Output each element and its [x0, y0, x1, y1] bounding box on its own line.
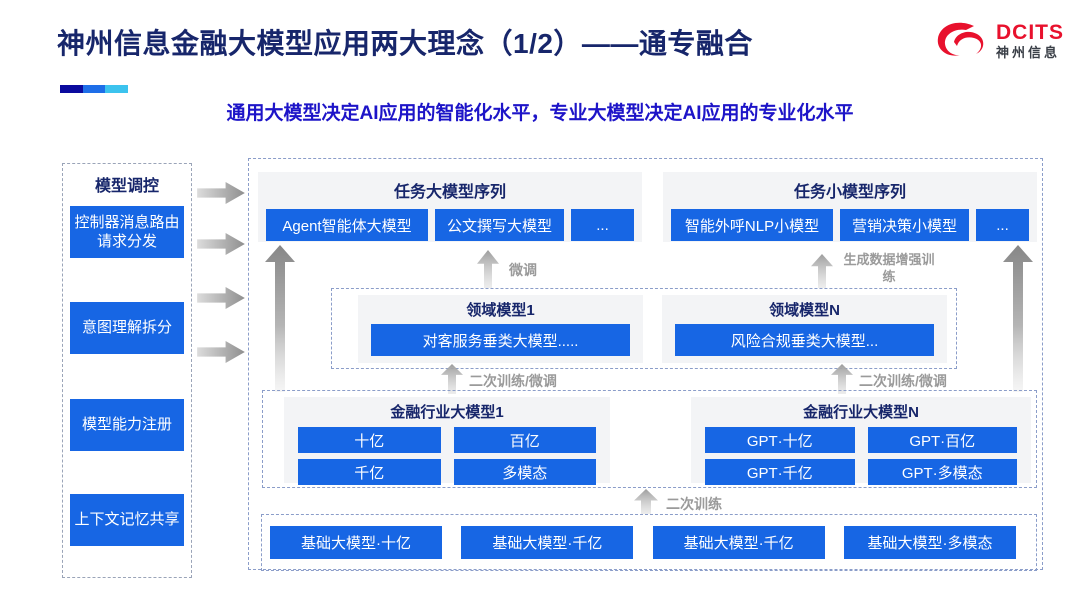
sidebar-item-controller-routing: 控制器消息路由请求分发: [70, 206, 184, 258]
node-ten-billion: 百亿: [453, 427, 596, 453]
industry-model-1-grid: 十亿 百亿 千亿 多模态: [284, 422, 610, 485]
task-small-model-panel: 任务小模型序列 智能外呼NLP小模型 营销决策小模型 ...: [663, 172, 1037, 242]
industry-model-n-grid: GPT·十亿 GPT·百亿 GPT·千亿 GPT·多模态: [691, 422, 1031, 485]
node-multimodal: 多模态: [453, 459, 596, 485]
domain-model-1-panel: 领域模型1 对客服务垂类大模型.....: [358, 295, 643, 363]
node-task-small-ellipsis: ...: [976, 209, 1029, 241]
node-hundred-billion: 千亿: [298, 459, 441, 485]
node-base-model-hundred-billion-2: 基础大模型·千亿: [652, 526, 825, 559]
node-task-large-ellipsis: ...: [571, 209, 634, 241]
node-gpt-hundred-billion: GPT·千亿: [705, 459, 855, 485]
up-arrow-icon: [811, 254, 833, 288]
model-control-title: 模型调控: [94, 178, 159, 195]
up-arrow-icon: [441, 364, 463, 394]
industry-model-n-panel: 金融行业大模型N GPT·十亿 GPT·百亿 GPT·千亿 GPT·多模态: [691, 397, 1031, 485]
label-fine-tune: 微调: [509, 262, 537, 278]
node-base-model-hundred-billion-1: 基础大模型·千亿: [461, 526, 634, 559]
node-document-writing-model: 公文撰写大模型: [435, 209, 564, 241]
node-base-model-billion: 基础大模型·十亿: [270, 526, 442, 559]
up-arrow-icon: [477, 250, 499, 288]
task-small-row: 智能外呼NLP小模型 营销决策小模型 ...: [663, 202, 1037, 241]
node-gpt-billion: GPT·十亿: [705, 427, 855, 453]
right-arrow-icon: [197, 182, 245, 204]
label-gen-data-train: 生成数据增强训练: [843, 252, 935, 284]
model-control-panel: 模型调控 控制器消息路由请求分发 意图理解拆分 模型能力注册 上下文记忆共享: [62, 163, 192, 578]
up-arrow-icon: [265, 245, 295, 392]
company-logo: DCITS 神州信息: [934, 18, 1064, 64]
task-large-title: 任务大模型序列: [393, 184, 506, 201]
node-risk-compliance-vertical-model: 风险合规垂类大模型...: [675, 324, 934, 356]
domain-model-n-panel: 领域模型N 风险合规垂类大模型...: [662, 295, 947, 363]
accent-segment-blue: [82, 85, 106, 93]
up-arrow-icon: [1003, 245, 1033, 392]
industry-models-box: 金融行业大模型1 十亿 百亿 千亿 多模态 金融行业大模型N GPT·十亿 GP…: [262, 390, 1037, 488]
sidebar-item-capability-register: 模型能力注册: [70, 399, 184, 451]
domain-models-box: 领域模型1 对客服务垂类大模型..... 领域模型N 风险合规垂类大模型...: [331, 288, 957, 369]
node-customer-service-vertical-model: 对客服务垂类大模型.....: [371, 324, 630, 356]
right-arrow-icon: [197, 233, 245, 255]
page-subtitle: 通用大模型决定AI应用的智能化水平，专业大模型决定AI应用的专业化水平: [226, 103, 854, 124]
dcits-swirl-icon: [937, 22, 984, 56]
node-outbound-nlp-model: 智能外呼NLP小模型: [671, 209, 833, 241]
task-small-title: 任务小模型序列: [793, 184, 906, 201]
industry-model-n-title: 金融行业大模型N: [803, 404, 919, 421]
page-title: 神州信息金融大模型应用两大理念（1/2）——通专融合: [57, 28, 753, 59]
accent-segment-cyan: [105, 85, 129, 93]
logo-text: DCITS 神州信息: [996, 22, 1064, 60]
logo-brand: DCITS: [996, 21, 1064, 45]
right-arrow-icon: [197, 341, 245, 363]
node-gpt-ten-billion: GPT·百亿: [867, 427, 1017, 453]
label-secondary-train-finetune-left: 二次训练/微调: [469, 373, 557, 389]
right-arrow-icon: [197, 287, 245, 309]
title-accent-bar: [60, 85, 129, 93]
base-models-box: 基础大模型·十亿 基础大模型·千亿 基础大模型·千亿 基础大模型·多模态: [261, 514, 1037, 571]
task-large-model-panel: 任务大模型序列 Agent智能体大模型 公文撰写大模型 ...: [258, 172, 642, 242]
up-arrow-icon: [831, 364, 853, 394]
architecture-diagram: 任务大模型序列 Agent智能体大模型 公文撰写大模型 ... 任务小模型序列 …: [248, 158, 1043, 571]
task-large-row: Agent智能体大模型 公文撰写大模型 ...: [258, 202, 642, 241]
node-agent-large-model: Agent智能体大模型: [266, 209, 428, 241]
node-gpt-multimodal: GPT·多模态: [867, 459, 1017, 485]
node-billion: 十亿: [298, 427, 441, 453]
up-arrow-icon: [634, 489, 658, 514]
domain-model-n-title: 领域模型N: [769, 302, 840, 319]
label-secondary-train: 二次训练: [666, 496, 722, 512]
sidebar-item-intent-split: 意图理解拆分: [70, 302, 184, 354]
sidebar-item-context-memory: 上下文记忆共享: [70, 494, 184, 546]
label-secondary-train-finetune-right: 二次训练/微调: [859, 373, 947, 389]
node-base-model-multimodal: 基础大模型·多模态: [843, 526, 1016, 559]
node-marketing-decision-model: 营销决策小模型: [840, 209, 969, 241]
accent-segment-dark: [60, 85, 83, 93]
industry-model-1-title: 金融行业大模型1: [390, 404, 504, 421]
industry-model-1-panel: 金融行业大模型1 十亿 百亿 千亿 多模态: [284, 397, 610, 485]
domain-model-1-title: 领域模型1: [466, 302, 535, 319]
logo-brand-cn: 神州信息: [996, 45, 1061, 61]
